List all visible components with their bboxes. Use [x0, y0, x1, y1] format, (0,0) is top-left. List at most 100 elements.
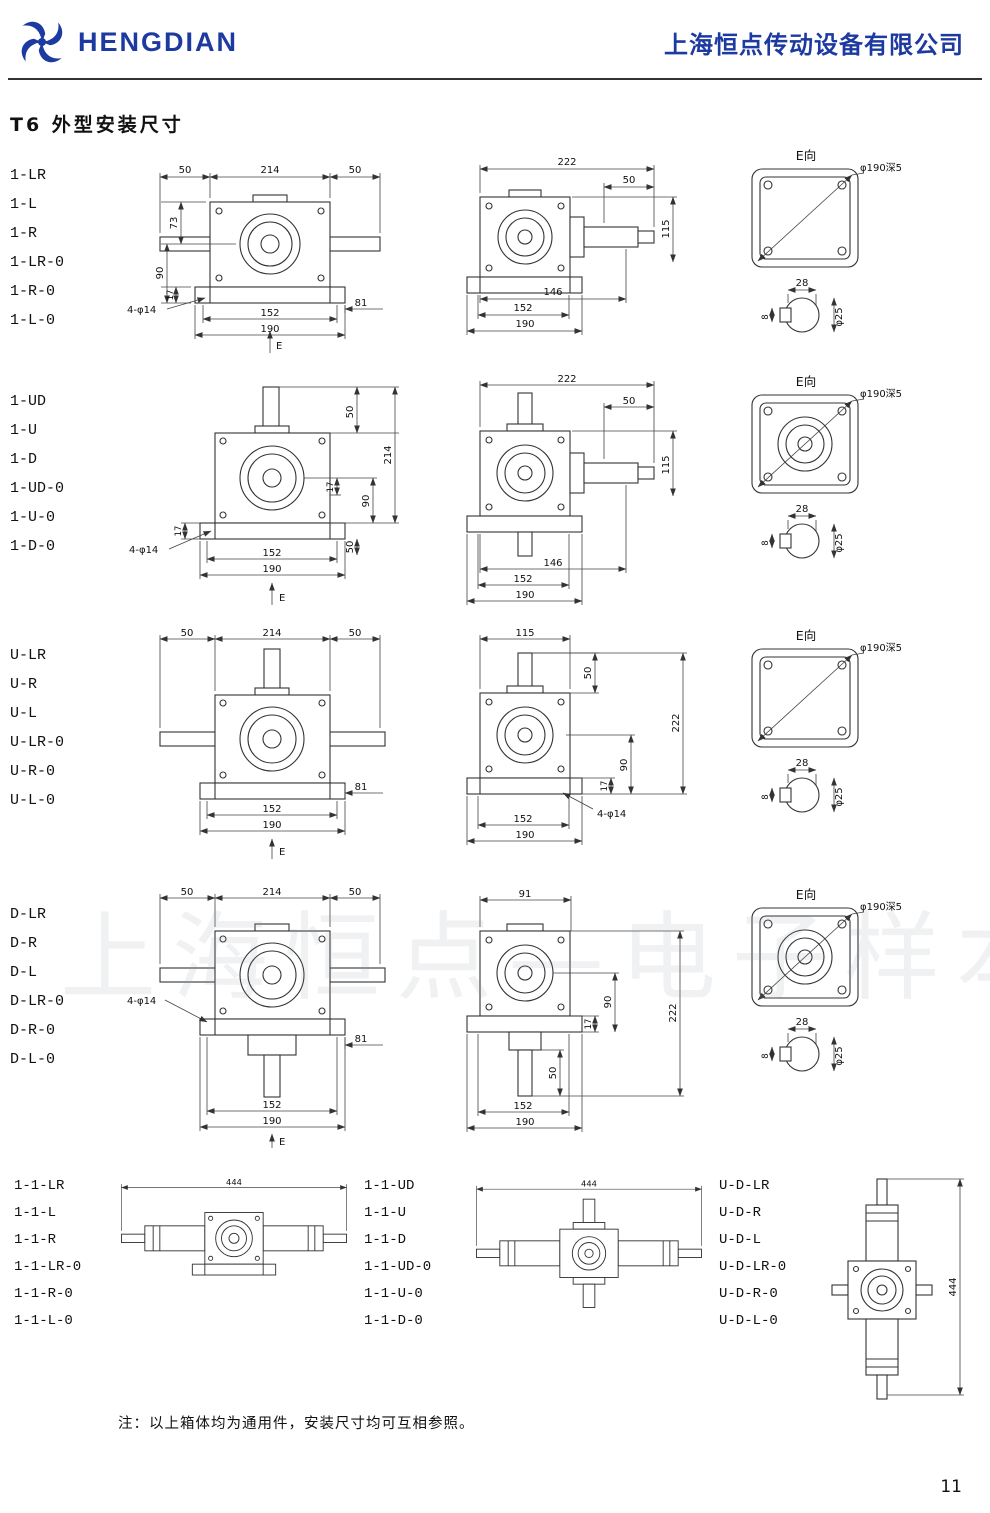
- dim-label: 17: [584, 1019, 594, 1030]
- dim-label: 444: [226, 1177, 242, 1187]
- gearbox-geometry: [466, 652, 583, 795]
- dim-label: 444: [581, 1179, 597, 1189]
- e-direction-label: E: [276, 341, 282, 352]
- dimension-lines: [887, 1178, 964, 1396]
- dim-label: 17: [174, 526, 184, 537]
- model-label-list: D-LR D-R D-L D-LR-0 D-R-0 D-L-0: [10, 886, 115, 1074]
- dimension-lines: [466, 381, 677, 605]
- model-label: 1-LR: [10, 167, 47, 184]
- model-label: 1-1-L-0: [14, 1313, 73, 1329]
- model-label: D-R-0: [10, 1022, 56, 1039]
- dim-label: 214: [260, 165, 279, 176]
- dim-label: 50: [349, 887, 362, 898]
- model-label-list: U-D-LR U-D-R U-D-L U-D-LR-0 U-D-R-0 U-D-…: [719, 1165, 814, 1335]
- dim-flange-note: φ190深5: [860, 162, 902, 174]
- model-label: U-D-R-0: [719, 1286, 778, 1302]
- front-view-1-lr: 50 214 50 73 90 17 4-φ14 152 190 81 E: [127, 165, 383, 353]
- gearbox-geometry: [159, 923, 386, 1098]
- dim-label: φ25: [834, 787, 845, 806]
- dim-label-bolt-holes: 4-φ14: [127, 305, 156, 316]
- e-direction-view-1: E向 φ190深5 28 8 φ25: [751, 148, 902, 333]
- model-label: U-D-L: [719, 1232, 762, 1248]
- dim-flange-note: φ190深5: [860, 901, 902, 913]
- dim-label: 50: [345, 406, 356, 419]
- dim-label: 17: [166, 290, 176, 301]
- gearbox-geometry: [466, 189, 655, 294]
- front-view-d-lr: 50 214 50 4-φ14 81 152 190 E: [127, 887, 386, 1148]
- dim-label: 222: [557, 157, 576, 168]
- model-label: 1-1-LR: [14, 1178, 65, 1194]
- dim-flange-note: φ190深5: [860, 388, 902, 400]
- drawing-row-1-lr: 1-LR 1-L 1-R 1-LR-0 1-R-0 1-L-0: [10, 147, 990, 359]
- e-view-title: E向: [796, 374, 816, 389]
- drawing-row-d-lr: D-LR D-R D-L D-LR-0 D-R-0 D-L-0: [10, 886, 990, 1151]
- dim-label: 190: [515, 1117, 534, 1128]
- dim-label: 50: [181, 628, 194, 639]
- model-label: D-LR-0: [10, 993, 65, 1010]
- dim-label: φ25: [834, 307, 845, 326]
- gearbox-geometry: [466, 923, 583, 1097]
- model-label: U-D-LR-0: [719, 1259, 787, 1275]
- gearbox-geometry: [831, 1178, 933, 1400]
- gearbox-geometry: [476, 1198, 702, 1308]
- gearbox-geometry: [159, 194, 381, 304]
- page-header: HENGDIAN 上海恒点传动设备有限公司: [0, 0, 990, 76]
- dimension-lines: [476, 1185, 702, 1246]
- model-label: 1-R-0: [10, 283, 56, 300]
- model-label-list: 1-LR 1-L 1-R 1-LR-0 1-R-0 1-L-0: [10, 147, 115, 335]
- model-label-list: U-LR U-R U-L U-LR-0 U-R-0 U-L-0: [10, 627, 115, 815]
- dim-label: 81: [355, 782, 368, 793]
- model-label: 1-1-D-0: [364, 1313, 423, 1329]
- e-direction-label: E: [279, 593, 285, 604]
- dim-label-bolt-holes: 4-φ14: [597, 809, 626, 820]
- key-dimension-lines: [769, 767, 837, 813]
- dim-label: 8: [761, 540, 771, 545]
- dim-label: 190: [515, 590, 534, 601]
- model-label: 1-UD: [10, 393, 47, 410]
- dim-label: 50: [345, 541, 356, 554]
- dim-label: 81: [355, 298, 368, 309]
- dimension-lines: [159, 635, 383, 859]
- model-label: 1-LR-0: [10, 254, 65, 271]
- combination-drawings-row: 1-1-LR 1-1-L 1-1-R 1-1-LR-0 1-1-R-0 1-1-…: [14, 1165, 990, 1400]
- model-label: D-R: [10, 935, 38, 952]
- model-label: 1-1-R: [14, 1232, 57, 1248]
- gearbox-geometry: [466, 392, 655, 557]
- dim-label: 190: [515, 830, 534, 841]
- side-view-1-ud: 222 50 115 146 152 190: [466, 374, 677, 605]
- model-label: 1-R: [10, 225, 38, 242]
- dimension-lines: [466, 896, 684, 1132]
- flange-dimension: [757, 398, 865, 488]
- dim-label: 17: [326, 482, 336, 493]
- shaft-key-section: [779, 1036, 820, 1072]
- page-number: 11: [940, 1477, 962, 1497]
- dim-label: 50: [349, 628, 362, 639]
- dim-label: 91: [519, 889, 532, 900]
- model-label: 1-1-LR-0: [14, 1259, 82, 1275]
- model-label: U-D-LR: [719, 1178, 770, 1194]
- front-view-1-ud: 50 214 17 90 50 17 4-φ14 152 190 E: [129, 386, 399, 605]
- dim-label: 73: [169, 217, 180, 230]
- gearbox-geometry: [199, 386, 346, 540]
- e-direction-view-4: E向 φ190深5 28 8 φ25: [751, 887, 902, 1072]
- dim-label: 90: [603, 996, 614, 1009]
- dim-label: 50: [179, 165, 192, 176]
- e-direction-view-3: E向 φ190深5 28 8 φ25: [751, 628, 902, 813]
- model-label: 1-1-R-0: [14, 1286, 73, 1302]
- model-label: D-L-0: [10, 1051, 56, 1068]
- model-label: 1-UD-0: [10, 480, 65, 497]
- dim-label: 190: [515, 319, 534, 330]
- dim-label: 17: [600, 781, 610, 792]
- dim-label: 214: [383, 445, 394, 464]
- model-label: D-L: [10, 964, 38, 981]
- page-title: T6 外型安装尺寸: [10, 114, 184, 136]
- hengdian-pinwheel-logo: [21, 21, 63, 63]
- dim-label: 8: [761, 314, 771, 319]
- model-label: D-LR: [10, 906, 47, 923]
- dim-label: 90: [619, 759, 630, 772]
- dim-label: 190: [262, 820, 281, 831]
- dim-label: 50: [349, 165, 362, 176]
- model-label: U-L-0: [10, 792, 56, 809]
- model-label: 1-1-UD: [364, 1178, 415, 1194]
- footnote: 注：以上箱体均为通用件，安装尺寸均可互相参照。: [118, 1416, 475, 1432]
